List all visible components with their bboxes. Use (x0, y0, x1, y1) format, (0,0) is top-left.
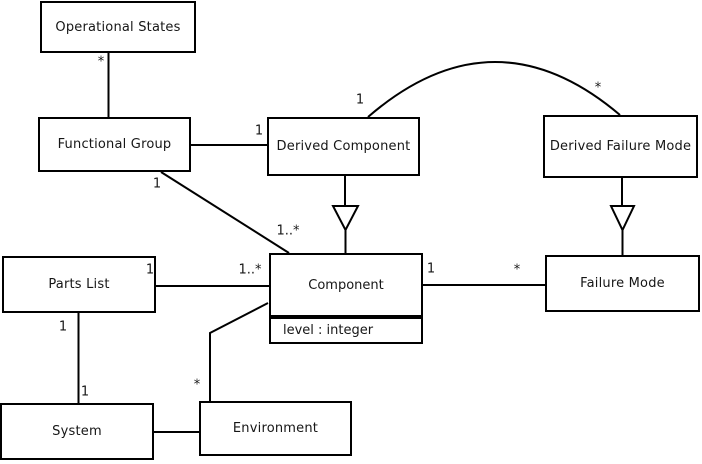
multiplicity-component-from-functional-group: 1..* (276, 223, 300, 239)
multiplicity-parts-list-component: 1 (145, 262, 155, 278)
class-name-label: Derived Component (276, 139, 411, 154)
class-environment: Environment (199, 401, 352, 456)
multiplicity-environment-vert: * (193, 377, 201, 393)
class-name-compartment: Component (271, 255, 421, 319)
class-name-label: Component (308, 277, 384, 293)
class-name-label: Operational States (55, 19, 181, 35)
hollow-triangle-icon (331, 205, 360, 233)
class-name-label: Failure Mode (580, 276, 665, 291)
class-derived-failure-mode: Derived Failure Mode (543, 115, 698, 178)
edge-derived-component-derived-failure-mode-curve (367, 61, 621, 118)
class-attribute-label: level : integer (283, 323, 374, 338)
hollow-triangle-icon (609, 205, 636, 233)
generalization-derived-component-component (331, 176, 360, 253)
multiplicity-derived-component-curve: 1 (355, 92, 365, 108)
class-derived-component: Derived Component (267, 117, 420, 176)
class-attribute-compartment: level : integer (271, 319, 421, 342)
class-parts-list: Parts List (2, 256, 156, 313)
multiplicity-system-vert: 1 (80, 384, 90, 400)
multiplicity-operational-states: * (97, 54, 105, 70)
class-functional-group: Functional Group (38, 117, 191, 172)
class-component: Component level : integer (269, 253, 423, 344)
edge-functional-group-component (160, 171, 290, 254)
multiplicity-functional-group-diag: 1 (152, 176, 162, 192)
class-failure-mode: Failure Mode (545, 255, 700, 312)
multiplicity-derived-failure-mode-curve: * (594, 80, 602, 96)
multiplicity-failure-mode-assoc: * (513, 262, 521, 278)
edge-environment-component (209, 302, 269, 401)
class-operational-states: Operational States (40, 1, 196, 53)
multiplicity-parts-list-system: 1 (58, 319, 68, 335)
multiplicity-derived-component-assoc: 1 (254, 123, 264, 139)
multiplicity-component-failure-mode: 1 (426, 261, 436, 277)
class-name-label: Functional Group (57, 137, 172, 152)
class-name-label: Parts List (48, 277, 110, 292)
class-system: System (0, 403, 154, 460)
class-name-label: Derived Failure Mode (549, 139, 692, 154)
generalization-derived-failure-mode-failure-mode (609, 177, 636, 255)
class-name-label: System (52, 424, 102, 439)
class-name-label: Environment (232, 421, 319, 436)
multiplicity-component-from-parts-list: 1..* (238, 262, 262, 278)
